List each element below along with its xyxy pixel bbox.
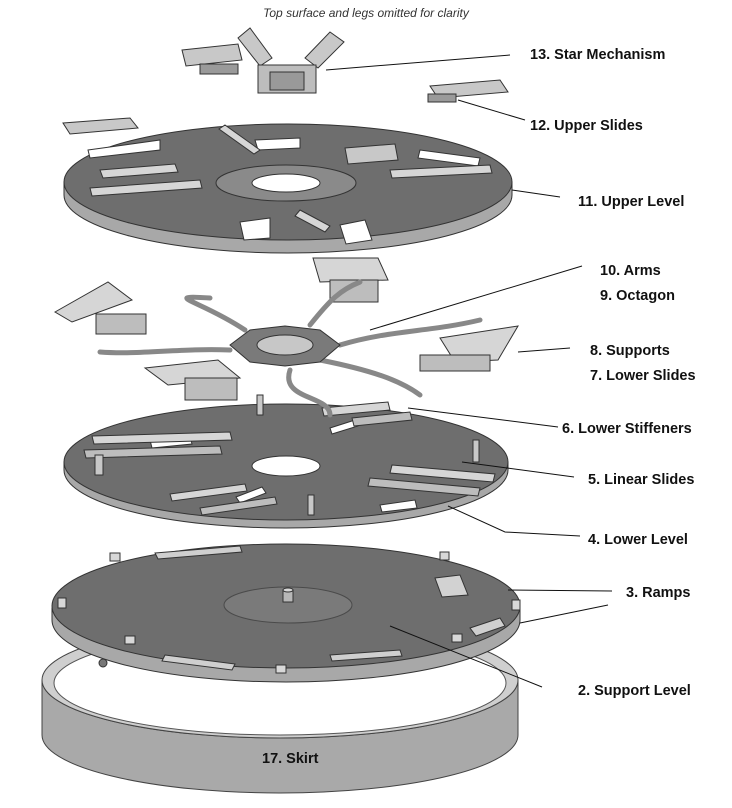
linear-slides [83, 401, 496, 516]
upper-slides-on-level [89, 124, 493, 233]
label-octagon: 9. Octagon [600, 288, 675, 304]
label-skirt: 17. Skirt [262, 751, 319, 767]
label-star-mechanism: 13. Star Mechanism [530, 47, 666, 63]
label-ramps: 3. Ramps [626, 585, 691, 601]
arms [97, 279, 483, 418]
upper-slides [62, 79, 509, 135]
label-supports: 8. Supports [590, 343, 670, 359]
lower-level [63, 403, 509, 529]
supports [53, 257, 519, 401]
label-lower-stiffeners: 6. Lower Stiffeners [562, 421, 692, 437]
star-mechanism [181, 27, 345, 94]
support-level [51, 543, 521, 683]
label-upper-level: 11. Upper Level [578, 194, 685, 210]
label-linear-slides: 5. Linear Slides [588, 472, 695, 488]
ramps [57, 545, 521, 674]
diagram-caption: Top surface and legs omitted for clarity [263, 6, 469, 20]
label-arms: 10. Arms [600, 263, 661, 279]
leader-lines [325, 54, 613, 688]
label-support-level: 2. Support Level [578, 683, 691, 699]
octagon [229, 325, 341, 367]
label-lower-slides: 7. Lower Slides [590, 368, 696, 384]
label-upper-slides: 12. Upper Slides [530, 118, 643, 134]
upper-level [63, 123, 513, 254]
label-lower-level: 4. Lower Level [588, 532, 688, 548]
lower-stiffeners [94, 394, 480, 516]
